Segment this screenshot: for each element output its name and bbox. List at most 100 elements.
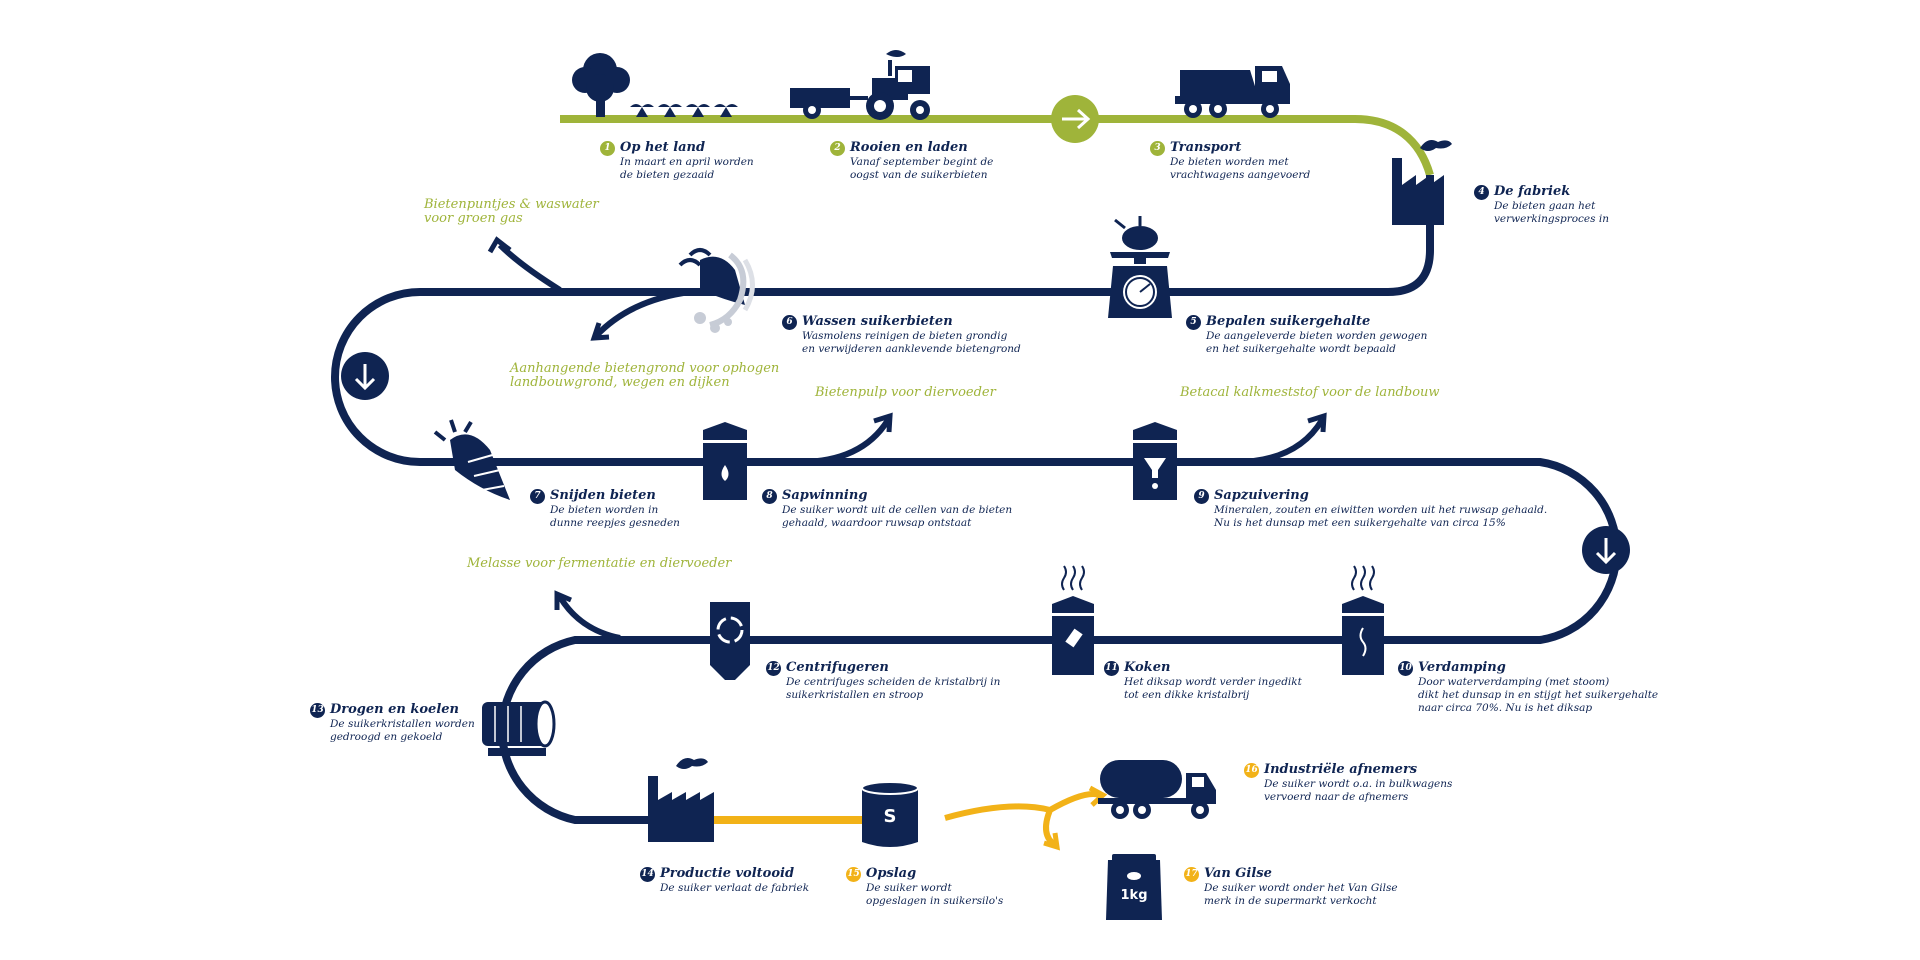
step-bepalen-suikergehalte: 5 Bepalen suikergehalte De aangeleverde b… bbox=[1186, 314, 1427, 356]
step-title: Van Gilse bbox=[1204, 866, 1272, 881]
step-title: Rooien en laden bbox=[850, 140, 968, 155]
step-number-badge: 17 bbox=[1184, 867, 1199, 882]
byproduct-melasse: Melasse voor fermentatie en diervoeder bbox=[467, 556, 732, 571]
arrow-right-icon bbox=[1088, 785, 1108, 807]
step-title: Snijden bieten bbox=[550, 488, 656, 503]
step-number-badge: 1 bbox=[600, 141, 615, 156]
tank-drop-icon bbox=[703, 422, 747, 500]
arrow-down-left-icon bbox=[590, 322, 610, 341]
step-title: Wassen suikerbieten bbox=[802, 314, 953, 329]
branch-pulp bbox=[789, 418, 891, 466]
step-title: Verdamping bbox=[1418, 660, 1506, 675]
step-title: Sapzuivering bbox=[1214, 488, 1309, 503]
step-title: Opslag bbox=[866, 866, 917, 881]
path-field bbox=[560, 115, 1434, 177]
bag-label: 1kg bbox=[1120, 888, 1148, 903]
step-title: Bepalen suikergehalte bbox=[1206, 314, 1371, 329]
arrow-down-right-icon bbox=[1043, 832, 1061, 851]
arrow-up-left-icon bbox=[554, 590, 572, 610]
branch-bietengrond bbox=[593, 289, 691, 339]
factory-icon bbox=[648, 758, 714, 842]
step-rooien-en-laden: 2 Rooien en laden Vanaf september begint … bbox=[830, 140, 993, 182]
centrifuge-icon bbox=[710, 602, 750, 680]
branch-kalk bbox=[1224, 418, 1325, 466]
byproduct-kalk: Betacal kalkmeststof voor de landbouw bbox=[1180, 385, 1440, 400]
tank-funnel-icon bbox=[1133, 422, 1177, 500]
step-number-badge: 10 bbox=[1398, 661, 1413, 676]
arrow-right-icon bbox=[1051, 95, 1099, 143]
drum-dryer-icon bbox=[482, 700, 556, 756]
step-wassen-suikerbieten: 6 Wassen suikerbieten Wasmolens reinigen … bbox=[782, 314, 1021, 356]
step-description: De centrifuges scheiden de kristalbrij i… bbox=[786, 676, 1001, 701]
step-title: Productie voltooid bbox=[660, 866, 795, 881]
step-van-gilse: 17 Van Gilse De suiker wordt onder het Va… bbox=[1184, 866, 1398, 908]
washing-icon bbox=[678, 248, 755, 333]
step-sapzuivering: 9 Sapzuivering Mineralen, zouten en eiwit… bbox=[1194, 488, 1547, 530]
delivery-arrow bbox=[944, 791, 1101, 821]
step-number-badge: 9 bbox=[1194, 489, 1209, 504]
arrow-up-left-icon bbox=[487, 236, 512, 254]
step-title: Koken bbox=[1124, 660, 1171, 675]
step-description: De suiker wordt uit de cellen van de bie… bbox=[782, 504, 1013, 529]
step-number-badge: 13 bbox=[310, 703, 325, 718]
step-description: Door waterverdamping (met stoom)dikt het… bbox=[1418, 676, 1659, 714]
step-title: Industriële afnemers bbox=[1264, 762, 1418, 777]
step-title: Centrifugeren bbox=[786, 660, 889, 675]
step-number-badge: 8 bbox=[762, 489, 777, 504]
cut-beet-icon bbox=[433, 419, 510, 500]
step-number-badge: 12 bbox=[766, 661, 781, 676]
step-number-badge: 15 bbox=[846, 867, 861, 882]
tank-boil-icon bbox=[1052, 565, 1094, 675]
arrow-down-icon bbox=[341, 352, 389, 400]
tank-steam-icon bbox=[1342, 565, 1384, 675]
arrow-up-right-icon bbox=[873, 412, 893, 433]
step-number-badge: 11 bbox=[1104, 661, 1119, 676]
step-industriele-afnemers: 16 Industriële afnemers De suiker wordt o… bbox=[1244, 762, 1452, 804]
step-drogen-en-koelen: 13 Drogen en koelen De suikerkristallen w… bbox=[310, 702, 475, 744]
arrow-up-right-icon bbox=[1307, 412, 1327, 433]
sugar-bag-icon bbox=[1106, 854, 1162, 920]
tanker-truck-icon bbox=[1098, 760, 1216, 819]
byproduct-pulp: Bietenpulp voor diervoeder bbox=[815, 385, 996, 400]
step-number-badge: 4 bbox=[1474, 185, 1489, 200]
step-number-badge: 6 bbox=[782, 315, 797, 330]
silo-label: S bbox=[883, 806, 897, 827]
step-title: De fabriek bbox=[1494, 184, 1571, 199]
step-number-badge: 2 bbox=[830, 141, 845, 156]
step-description: Mineralen, zouten en eiwitten worden uit… bbox=[1214, 504, 1548, 529]
step-number-badge: 16 bbox=[1244, 763, 1259, 778]
arrow-down-icon bbox=[1582, 526, 1630, 574]
step-title: Sapwinning bbox=[782, 488, 868, 503]
dump-truck-icon bbox=[1175, 66, 1290, 118]
step-number-badge: 3 bbox=[1150, 141, 1165, 156]
step-centrifugeren: 12 Centrifugeren De centrifuges scheiden … bbox=[766, 660, 1000, 702]
branch-melasse bbox=[557, 595, 621, 641]
step-number-badge: 5 bbox=[1186, 315, 1201, 330]
scale-icon bbox=[1108, 216, 1172, 318]
step-verdamping: 10 Verdamping Door waterverdamping (met s… bbox=[1398, 660, 1658, 715]
step-title: Drogen en koelen bbox=[330, 702, 459, 717]
step-description: De suiker verlaat de fabriek bbox=[660, 882, 810, 894]
step-sapwinning: 8 Sapwinning De suiker wordt uit de celle… bbox=[762, 488, 1012, 530]
